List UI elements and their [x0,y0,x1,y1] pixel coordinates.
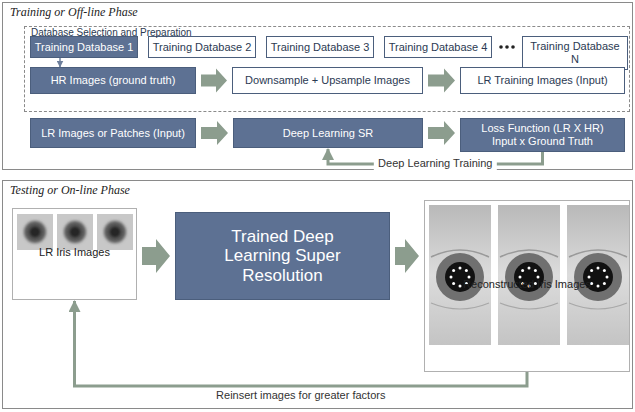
box-label: LR Iris Images [39,246,110,259]
block-arrow [201,121,228,145]
block-arrow [142,239,170,273]
box-label: Deep Learning SR [283,127,374,140]
process-box: Downsample + Upsample Images [232,67,423,94]
block-arrow [395,239,419,273]
box-label: Trained Deep Learning Super Resolution [210,227,355,286]
box-label: Training Database 1 [35,41,134,54]
image-frame: LR Iris Images [12,208,137,300]
block-arrow [201,69,227,93]
connector-arrow [75,301,528,386]
process-box: Loss Function (LR X HR) Input x Ground T… [460,118,625,152]
box-label: LR Training Images (Input) [477,74,607,87]
database-group: Training Database 1 Training Database 2 Tr… [24,26,630,112]
box-label: HR Images (ground truth) [51,74,176,87]
process-box: LR Images or Patches (Input) [30,118,196,148]
model-box: Trained Deep Learning Super Resolution [175,212,390,300]
database-box: Training Database 2 [148,36,256,58]
block-arrow [428,121,455,145]
box-label: Training Database 2 [153,41,252,54]
panel-title: Training or Off-line Phase [10,6,138,20]
lr-iris-thumbnails [17,214,133,250]
box-label: Loss Function (LR X HR) Input x Ground T… [475,122,610,147]
process-box: LR Training Images (Input) [460,67,625,94]
database-box: Training Database 1 [30,36,138,58]
group-label: Database Selection and Preparation [31,27,192,39]
reconstructed-eye-images [429,205,629,345]
phase-panel: Training Database 1 Training Database 2 Tr… [2,2,633,170]
database-box: Training Database 4 [384,36,492,58]
edge-label: Reinsert images for greater factors [212,389,389,402]
block-arrow [428,69,455,93]
edge-label: Deep Learning Training [374,157,496,170]
connector-arrow [59,58,61,67]
image-frame: Reconstructed Iris Images [424,200,630,372]
box-label: Training Database N [526,40,624,65]
phase-panel: LR Iris Images Trained Deep Learning Supe… [2,180,633,409]
panel-title: Testing or On-line Phase [10,184,130,198]
box-label: Reconstructed Iris Images [463,278,591,291]
database-box: Training Database 3 [266,36,374,58]
box-label: Training Database 3 [271,41,370,54]
database-box: Training Database N [522,36,628,70]
process-box: HR Images (ground truth) [30,67,196,94]
box-label: Training Database 4 [389,41,488,54]
box-label: LR Images or Patches (Input) [41,127,185,140]
box-label: Downsample + Upsample Images [245,74,410,87]
process-box: Deep Learning SR [233,118,423,148]
ellipsis-dots [499,45,515,49]
